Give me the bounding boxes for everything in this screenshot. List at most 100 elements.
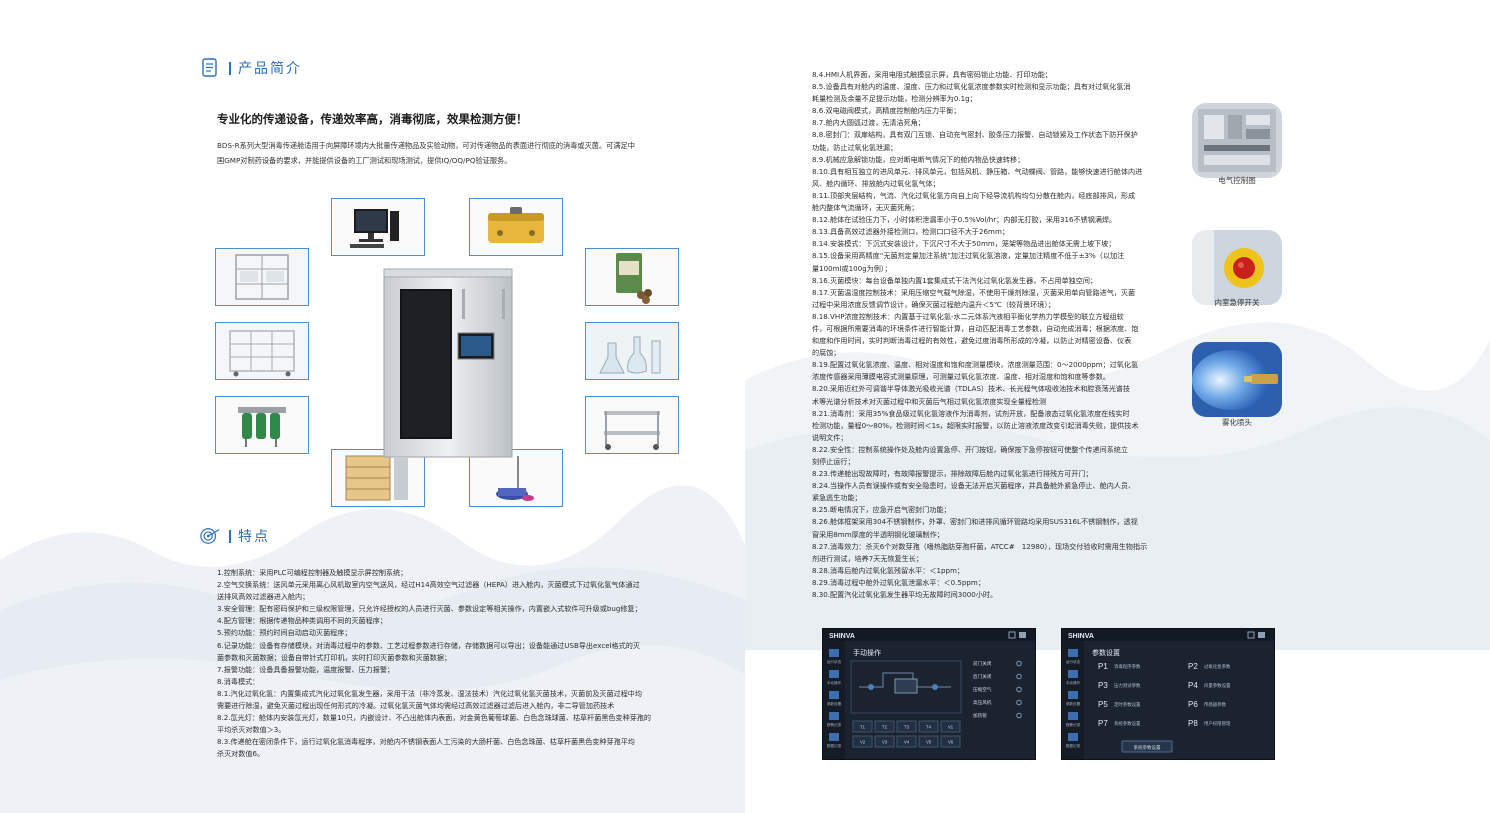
screen-title: 参数设置: [1092, 648, 1120, 657]
side-nav-item[interactable]: 手动操作: [1066, 680, 1081, 685]
status-label: 后门关闭: [973, 673, 992, 680]
feature-line: 6.记录功能：设备有存储模块，对消毒过程中的参数、工艺过程参数进行存储，存储数据…: [217, 640, 640, 650]
manual-grid-button[interactable]: [940, 735, 961, 748]
status-label: 加热管: [973, 712, 987, 719]
manual-grid-label: T4: [926, 725, 932, 730]
feature-line: 2.空气交换系统：送风单元采用离心风机取室内空气送风，经过H14高效空气过滤器（…: [217, 580, 640, 590]
program-label[interactable]: 传感器参数: [1204, 701, 1227, 708]
manual-grid-button[interactable]: [896, 735, 917, 748]
feature-line: 5.预约功能：预约时间自动启动灭菌程序；: [217, 628, 352, 638]
feature-line: 8.26.舱体框架采用304不锈钢制作，外罩、密封门和进排风循环管路均采用SUS…: [812, 517, 1138, 527]
feature-line: 8.12.舱体在试验压力下，小时体积泄漏率小于0.5%Vol/hr；内部无打胶，…: [812, 215, 1117, 225]
photo-emergency-stop: [1192, 230, 1282, 305]
feature-line: 8.14.安装模式：下沉式安装设计，下沉尺寸不大于50mm，笼架等物品进出舱体无…: [812, 239, 1116, 249]
param-bottom-button[interactable]: 系统参数设置: [1134, 744, 1161, 751]
screen-title: 手动操作: [853, 648, 881, 657]
photo-feed-bag: [585, 248, 679, 306]
program-label[interactable]: 风量参数设置: [1204, 682, 1231, 689]
feature-line: 舱内整体气流循环，无灭菌死角；: [812, 203, 919, 213]
feature-line: 8.25.断电情况下，应急开启气密封门功能；: [812, 505, 951, 515]
feature-line: 说明文件；: [812, 432, 848, 442]
side-nav-item[interactable]: 数据记录: [1066, 743, 1081, 748]
photo-cage-trolley: [215, 322, 309, 380]
target-icon: [200, 526, 220, 546]
status-label: 前门关闭: [973, 660, 992, 667]
features-list-right: 8.4.HMI人机界面，采用电阻式触摸显示屏，具有密码锁止功能、打印功能；8.5…: [812, 69, 1179, 601]
feature-line: 8.17.灭菌温湿度控制技术：采用压缩空气载气除湿，不使用干燥剂除湿，灭菌采用单…: [812, 287, 1136, 297]
feature-line: 刻停止运行；: [812, 457, 855, 466]
right-page: 8.4.HMI人机界面，采用电阻式触摸显示屏，具有密码锁止功能、打印功能；8.5…: [745, 0, 1490, 813]
status-indicator: [1016, 699, 1022, 706]
manual-grid-button[interactable]: [852, 735, 873, 748]
section-divider: [229, 61, 231, 75]
manual-grid-button[interactable]: [918, 720, 939, 733]
feature-line: 8.1.汽化过氧化氢：内置集成式汽化过氧化氢发生器，采用干法（非冷蒸发、湿法技术…: [217, 688, 642, 698]
side-nav-icon: [829, 712, 839, 720]
side-nav-item[interactable]: 报警记录: [1066, 722, 1081, 727]
photo-atomizing-nozzle: [1192, 342, 1282, 417]
caption-electrical-control: 电气控制图: [1218, 176, 1256, 185]
feature-line: 需要进行除湿，避免灭菌过程出现任何形式的冷凝。过氧化氢灭菌气体均需经过高效过滤器…: [217, 701, 615, 711]
pass-box-cabinet: [382, 267, 514, 460]
photo-yellow-case: [469, 198, 563, 256]
manual-grid-label: T2: [882, 725, 888, 730]
side-nav-icon: [829, 691, 839, 699]
feature-line: 风、舱内循环、排放舱内过氧化氢气体；: [812, 178, 940, 188]
side-nav-icon: [1068, 649, 1078, 657]
program-label[interactable]: 用户权限管理: [1204, 720, 1231, 727]
feature-line: 量100ml或100g为例）；: [812, 263, 892, 273]
side-nav-item[interactable]: 数据记录: [827, 743, 842, 748]
side-nav-item[interactable]: 参数设置: [827, 701, 842, 706]
program-label[interactable]: 定时参数设置: [1114, 701, 1141, 708]
side-nav-item[interactable]: 报警记录: [827, 722, 842, 727]
feature-line: 送排风高效过滤器进入舱内；: [217, 592, 310, 602]
side-nav-item[interactable]: 运行状态: [827, 659, 842, 664]
photo-steel-cart: [585, 396, 679, 454]
left-page: 产品简介 专业化的传递设备，传递效率高，消毒彻底，效果检测方便！ BDS-R系列…: [0, 58, 745, 813]
manual-grid-button[interactable]: [852, 720, 873, 733]
caption-emergency-stop: 内室急停开关: [1214, 298, 1260, 307]
side-nav-icon: [1068, 733, 1078, 741]
manual-grid-label: V2: [860, 740, 866, 745]
status-label: 压缩空气: [973, 686, 992, 693]
program-code: P2: [1188, 662, 1198, 671]
feature-line: 和度和作用时间，实时判断消毒过程的有效性，避免过度消毒所形成的冷凝，以防止对精密…: [812, 336, 1132, 346]
program-label[interactable]: 系统参数设置: [1114, 720, 1141, 727]
brand-logo: SHINVA: [829, 633, 855, 640]
feature-line: 菌参数和灭菌数据；设备自带针式打印机，实时打印灭菌参数和灭菌数据；: [217, 652, 452, 662]
manual-grid-label: T3: [904, 725, 910, 730]
manual-grid-button[interactable]: [874, 735, 895, 748]
section-title: 特点: [238, 529, 270, 545]
feature-line: 8.19.配置过氧化氢浓度、温度、相对湿度和饱和度测量模块，浓度测量范围：0～2…: [812, 360, 1139, 370]
program-label[interactable]: 过氧化氢参数: [1204, 663, 1231, 670]
feature-line: 8.6.双电磁阀模式，高精度控制舱内压力平衡；: [812, 106, 961, 116]
program-code: P8: [1188, 719, 1198, 728]
feature-line: 紧急逃生功能；: [812, 493, 862, 503]
feature-line: 检测功能，量程0～80%，检测时间＜1s，超限实时报警，以防止溶液浓度改变引起消…: [812, 420, 1139, 430]
manual-grid-button[interactable]: [940, 720, 961, 733]
program-label[interactable]: 压力测试参数: [1114, 682, 1141, 689]
side-nav-item[interactable]: 手动操作: [827, 680, 842, 685]
feature-line: 8.28.消毒后舱内过氧化氢残留水平：＜1ppm；: [812, 565, 964, 575]
manual-grid-button[interactable]: [918, 735, 939, 748]
photo-electrical-control: [1192, 103, 1282, 178]
feature-line: 8.27.消毒效力：杀灭6个对数芽孢（嗜热脂肪芽孢杆菌，ATCC# 12980）…: [812, 541, 1148, 551]
intro-line: 国GMP对制药设备的要求，并能提供设备的工厂测试和现场测试，提供IQ/OQ/PQ…: [217, 156, 512, 165]
brand-logo: SHINVA: [1068, 633, 1094, 640]
feature-line: 8.11.顶部夹层结构，气流、汽化过氧化氢方向自上向下经导流机构均匀分散在舱内，…: [812, 190, 1136, 200]
side-nav-icon: [1068, 691, 1078, 699]
manual-grid-button[interactable]: [896, 720, 917, 733]
feature-line: 的腐蚀；: [812, 348, 841, 358]
program-label[interactable]: 消毒程序参数: [1114, 663, 1141, 670]
program-code: P6: [1188, 700, 1198, 709]
feature-line: 8.18.VHP浓度控制技术：内置基于过氧化氢-水二元体系汽液相平衡化学热力学模…: [812, 311, 1124, 321]
manual-grid-label: V5: [926, 740, 932, 745]
side-nav-item[interactable]: 参数设置: [1066, 701, 1081, 706]
manual-grid-button[interactable]: [874, 720, 895, 733]
side-nav-icon: [1068, 670, 1078, 678]
side-nav-item[interactable]: 运行状态: [1066, 659, 1081, 664]
manual-grid-label: V6: [948, 740, 954, 745]
program-code: P5: [1098, 700, 1108, 709]
side-nav-icon: [829, 733, 839, 741]
hmi-screen-manual: SHINVA 运行状态手动操作参数设置报警记录数据记录 手动操作 前门关闭后门关…: [822, 628, 1036, 760]
